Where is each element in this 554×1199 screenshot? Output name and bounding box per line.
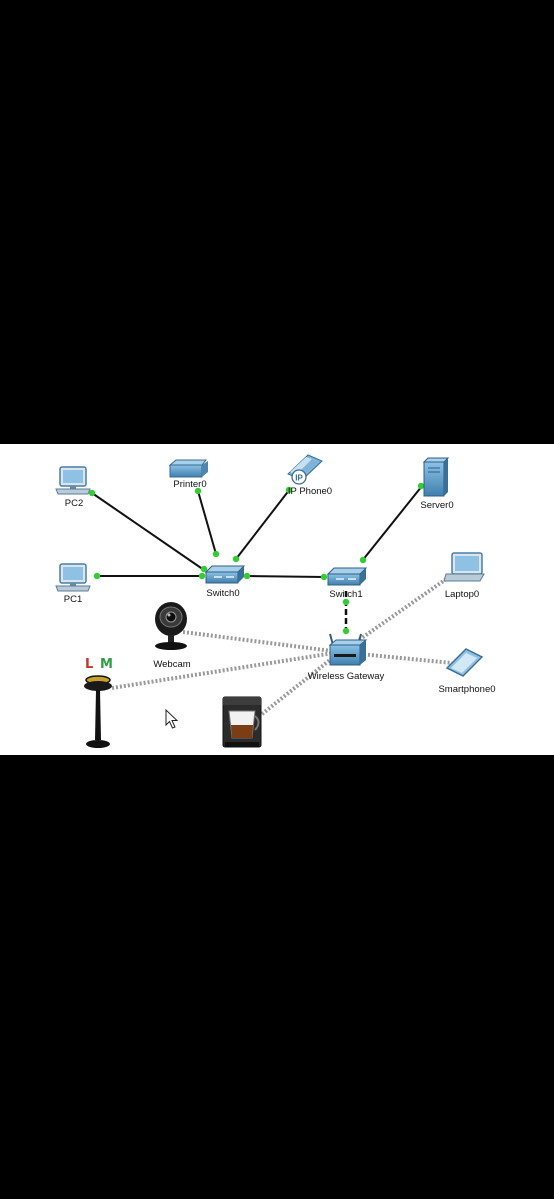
ip-phone-icon: IP bbox=[287, 454, 323, 485]
wireless-links bbox=[111, 573, 454, 716]
ipphone-label: IP Phone0 bbox=[288, 486, 332, 497]
pc1-device[interactable]: PC1 bbox=[55, 563, 91, 605]
pc2-device[interactable]: PC2 bbox=[55, 466, 91, 509]
server-device[interactable]: Server0 bbox=[420, 457, 454, 511]
webcam-label: Webcam bbox=[153, 659, 190, 670]
printer-device[interactable]: Printer0 bbox=[168, 459, 208, 490]
switch-icon bbox=[326, 567, 368, 586]
switch1-device[interactable]: Switch1 bbox=[326, 567, 368, 600]
server-label: Server0 bbox=[420, 500, 453, 511]
ipphone-device[interactable]: IP IP Phone0 bbox=[287, 454, 332, 497]
laptop-label: Laptop0 bbox=[445, 589, 479, 600]
switch0-device[interactable]: Switch0 bbox=[204, 565, 246, 599]
ip-phone-badge: IP bbox=[295, 474, 303, 483]
port-light bbox=[342, 627, 350, 635]
link-pc2-switch0 bbox=[91, 492, 205, 571]
wireless-link-lamp bbox=[111, 650, 341, 690]
wired-links bbox=[91, 485, 423, 632]
port-light bbox=[285, 486, 293, 494]
port-light bbox=[243, 572, 251, 580]
port-light bbox=[93, 572, 101, 580]
switch-icon bbox=[204, 565, 246, 584]
wireless-link-coffee bbox=[260, 650, 342, 716]
pc2-label: PC2 bbox=[65, 498, 83, 509]
lamp-device[interactable] bbox=[84, 675, 112, 748]
mouse-cursor-icon bbox=[165, 708, 179, 729]
wireless-link-laptop bbox=[354, 573, 454, 644]
printer-label: Printer0 bbox=[173, 479, 206, 490]
gateway-device[interactable]: Wireless Gateway bbox=[308, 633, 385, 682]
coffee-maker-icon bbox=[222, 696, 262, 748]
port-light bbox=[200, 565, 208, 573]
smartphone-label: Smartphone0 bbox=[438, 684, 495, 695]
laptop-device[interactable]: Laptop0 bbox=[443, 552, 485, 600]
street-lamp-icon bbox=[84, 675, 112, 748]
link-server-switch1 bbox=[361, 485, 423, 562]
port-light bbox=[212, 550, 220, 558]
webcam-device[interactable]: Webcam bbox=[153, 602, 191, 670]
port-light bbox=[320, 573, 328, 581]
link-switch0-switch1 bbox=[245, 575, 325, 578]
topology-canvas[interactable]: PC2 Printer0 IP IP Phone0 Server0 bbox=[0, 444, 554, 755]
switch0-label: Switch0 bbox=[206, 588, 239, 599]
port-light bbox=[88, 489, 96, 497]
overlay-letter-l: L bbox=[85, 657, 93, 672]
port-light bbox=[198, 572, 206, 580]
gateway-label: Wireless Gateway bbox=[308, 671, 385, 682]
topology-diagram: PC2 Printer0 IP IP Phone0 Server0 bbox=[55, 454, 496, 748]
smartphone-device[interactable]: Smartphone0 bbox=[438, 648, 496, 695]
wireless-router-icon bbox=[328, 633, 368, 666]
link-phone-switch0 bbox=[235, 488, 291, 560]
wireless-link-webcam bbox=[182, 630, 341, 654]
smartphone-icon bbox=[445, 648, 484, 677]
switch1-label: Switch1 bbox=[329, 589, 362, 600]
printer-icon bbox=[168, 459, 208, 478]
coffee-maker-device[interactable] bbox=[222, 696, 262, 748]
laptop-icon bbox=[443, 552, 485, 582]
pc1-label: PC1 bbox=[64, 594, 82, 605]
wireless-link-smartphone bbox=[359, 652, 453, 665]
port-light bbox=[342, 598, 350, 606]
webcam-icon bbox=[155, 602, 187, 650]
port-light bbox=[194, 487, 202, 495]
pc-icon bbox=[55, 466, 91, 495]
overlay-letter-m: M bbox=[100, 657, 113, 672]
pc-icon bbox=[55, 563, 91, 592]
port-light bbox=[359, 556, 367, 564]
port-light bbox=[232, 555, 240, 563]
port-indicators bbox=[88, 482, 425, 635]
link-printer-switch0 bbox=[197, 490, 217, 555]
port-light bbox=[417, 482, 425, 490]
server-icon bbox=[422, 457, 450, 497]
